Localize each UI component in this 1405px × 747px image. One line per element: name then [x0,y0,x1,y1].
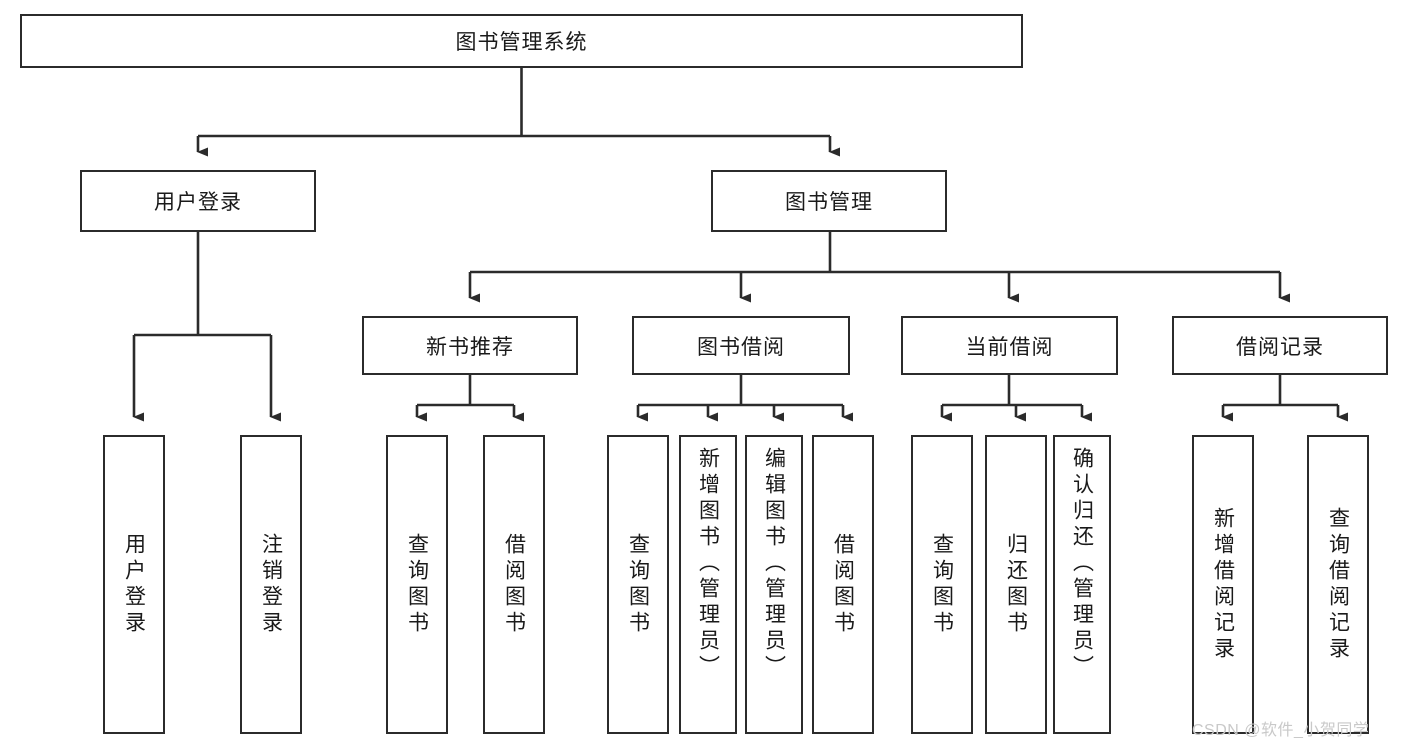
leaf-label: 归还图书 [1004,532,1028,637]
leaf-label: 确认归还（管理员） [1070,447,1094,681]
node-book-management[interactable]: 图书管理 [711,170,947,232]
leaf-borrow-lend-book[interactable]: 借阅图书 [812,435,874,734]
csdn-watermark: CSDN @软件_小贺同学 [1192,716,1369,740]
node-new-book-recommend[interactable]: 新书推荐 [362,316,578,375]
leaf-label: 新增图书（管理员） [696,447,720,681]
leaf-new-book-query[interactable]: 查询图书 [386,435,448,734]
leaf-label: 新增借阅记录 [1211,506,1235,663]
node-user-login-label: 用户登录 [154,191,242,214]
node-root[interactable]: 图书管理系统 [20,14,1023,68]
node-current-borrow[interactable]: 当前借阅 [901,316,1118,375]
leaf-label: 借阅图书 [502,532,526,637]
leaf-records-query-record[interactable]: 查询借阅记录 [1307,435,1369,734]
node-borrow-records-label: 借阅记录 [1236,335,1324,359]
leaf-borrow-add-book-admin[interactable]: 新增图书（管理员） [679,435,737,734]
leaf-label: 查询图书 [405,532,429,637]
node-book-borrow-label: 图书借阅 [697,335,785,359]
node-user-login[interactable]: 用户登录 [80,170,316,232]
leaf-current-return-book[interactable]: 归还图书 [985,435,1047,734]
leaf-new-book-borrow[interactable]: 借阅图书 [483,435,545,734]
leaf-user-login-logout[interactable]: 注销登录 [240,435,302,734]
leaf-label: 注销登录 [259,532,283,637]
leaf-user-login-login[interactable]: 用户登录 [103,435,165,734]
leaf-label: 借阅图书 [831,532,855,637]
csdn-watermark-label: CSDN @软件_小贺同学 [1192,722,1370,739]
leaf-current-query-book[interactable]: 查询图书 [911,435,973,734]
node-new-book-recommend-label: 新书推荐 [426,335,514,359]
node-book-management-label: 图书管理 [785,191,873,214]
leaf-label: 查询图书 [626,532,650,637]
node-borrow-records[interactable]: 借阅记录 [1172,316,1388,375]
leaf-borrow-query-book[interactable]: 查询图书 [607,435,669,734]
leaf-label: 查询借阅记录 [1326,506,1350,663]
leaf-label: 编辑图书（管理员） [762,447,786,681]
leaf-current-confirm-return-admin[interactable]: 确认归还（管理员） [1053,435,1111,734]
leaf-label: 查询图书 [930,532,954,637]
node-current-borrow-label: 当前借阅 [965,335,1054,359]
node-book-borrow[interactable]: 图书借阅 [632,316,850,375]
leaf-label: 用户登录 [122,532,146,637]
node-root-label: 图书管理系统 [455,31,588,54]
leaf-records-add-record[interactable]: 新增借阅记录 [1192,435,1254,734]
leaf-borrow-edit-book-admin[interactable]: 编辑图书（管理员） [745,435,803,734]
